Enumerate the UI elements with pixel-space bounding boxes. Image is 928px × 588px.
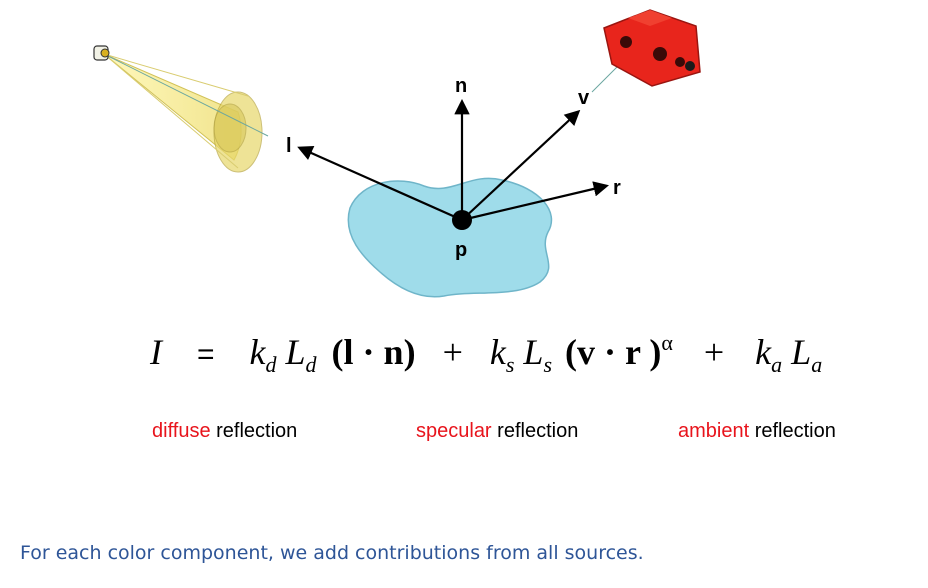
point-p	[452, 210, 472, 230]
phong-diagram: n v l r p	[93, 9, 701, 298]
vector-r-arrow	[461, 181, 609, 222]
label-diffuse-reflection: diffuse reflection	[152, 420, 298, 442]
eq-plus-1: +	[442, 332, 463, 372]
phong-equation: I = kd Ld (l · n) + ks Ls (v · r )α + ka…	[150, 330, 822, 378]
camera-icon	[591, 9, 701, 93]
spotlight-icon	[93, 45, 269, 173]
eq-specular-term: (v · r )	[565, 332, 662, 372]
footer-note: For each color component, we add contrib…	[20, 542, 644, 564]
vector-l-arrow	[297, 145, 463, 222]
surface-patch	[347, 177, 553, 298]
eq-diffuse-term: (l · n)	[331, 332, 416, 372]
eq-ks: ks	[489, 332, 515, 377]
eq-kd: kd	[249, 332, 277, 377]
vector-v-arrow	[461, 109, 581, 221]
label-ambient-reflection: ambient reflection	[678, 420, 836, 442]
eq-equals: =	[197, 338, 215, 371]
eq-La: La	[791, 332, 823, 377]
label-v: v	[578, 87, 590, 109]
label-p: p	[455, 239, 467, 261]
eq-ka: ka	[755, 332, 783, 377]
eq-Ls: Ls	[523, 332, 553, 377]
eq-alpha: α	[661, 330, 673, 355]
eq-plus-2: +	[703, 332, 725, 372]
label-l: l	[286, 135, 292, 157]
eq-Ld: Ld	[285, 332, 317, 377]
label-n: n	[455, 75, 467, 97]
label-specular-reflection: specular reflection	[416, 420, 579, 442]
eq-I: I	[150, 332, 162, 372]
label-r: r	[613, 177, 621, 199]
